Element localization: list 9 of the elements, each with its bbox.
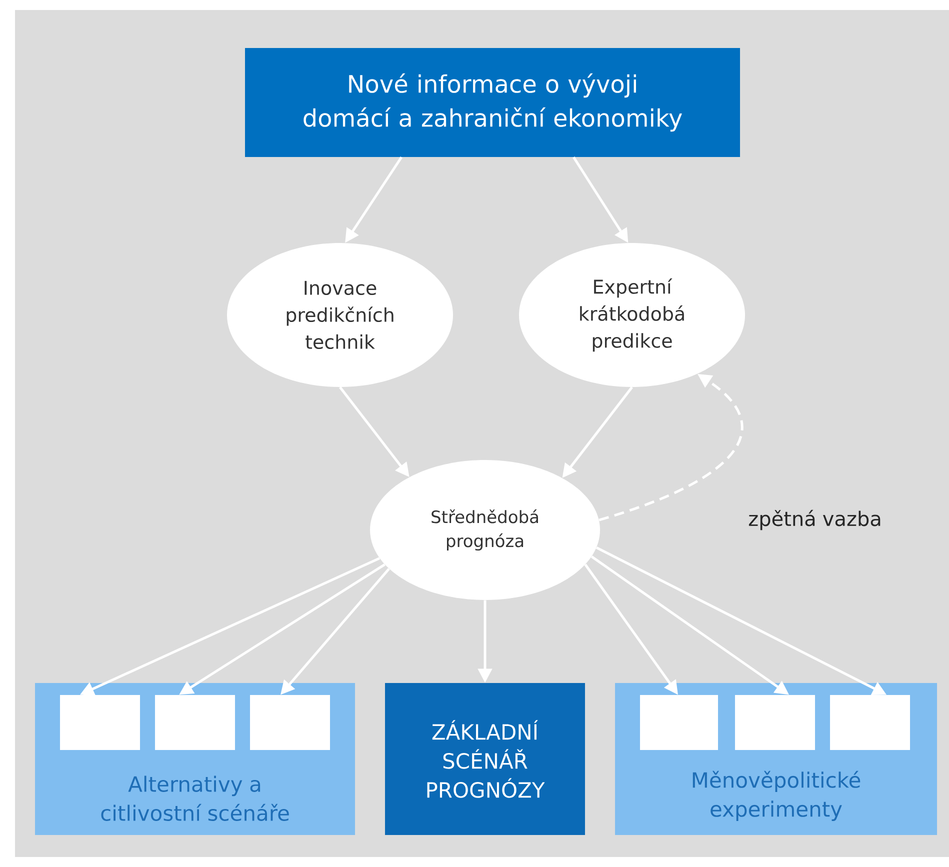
placeholder-box — [60, 695, 140, 750]
edge-label: zpětná vazba — [746, 508, 884, 532]
placeholder-box — [250, 695, 330, 750]
heading-box: Nové informace o vývoji domácí a zahraniční ekonomiky — [245, 48, 740, 157]
scenario-box: ZÁKLADNÍ SCÉNÁŘ PROGNÓZY — [385, 683, 585, 835]
placeholder-box — [640, 695, 718, 750]
placeholder-box — [155, 695, 235, 750]
placeholder-box — [735, 695, 815, 750]
placeholder-box — [830, 695, 910, 750]
